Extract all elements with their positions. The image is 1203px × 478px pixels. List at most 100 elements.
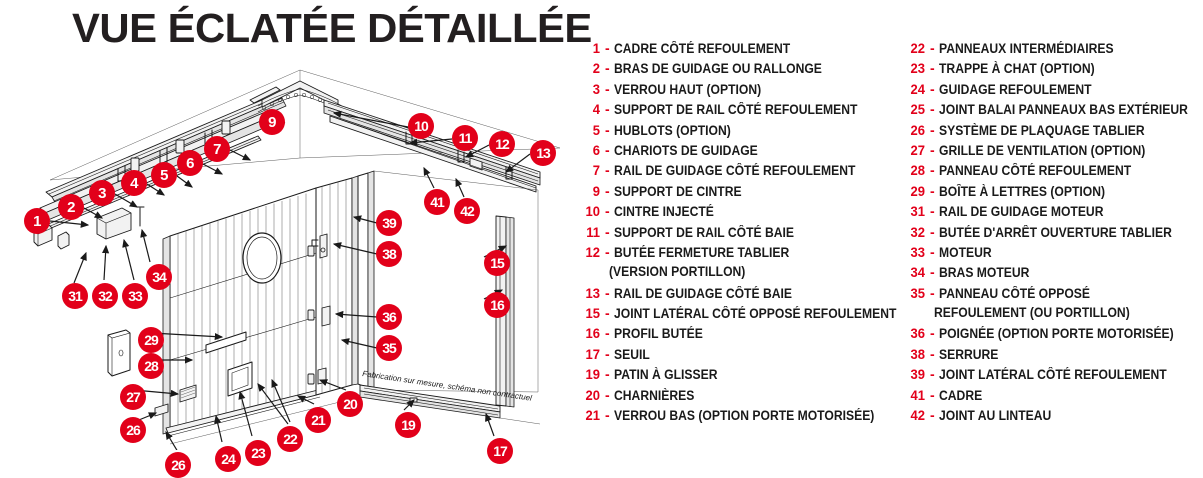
legend-item-label: (VERSION PORTILLON) [609,264,746,280]
callout-badge-12[interactable]: 12 [489,131,515,157]
callout-badge-26[interactable]: 26 [120,417,146,443]
callout-badge-9[interactable]: 9 [259,109,285,135]
legend-item-label: VERROU BAS (OPTION PORTE MOTORISÉE) [613,408,875,424]
callout-badge-7[interactable]: 7 [204,136,230,162]
legend-item-dash: - [605,345,610,362]
page-title: VUE ÉCLATÉE DÉTAILLÉE [72,5,592,51]
legend-item-dash: - [605,182,610,199]
legend-item-label: PATIN À GLISSER [613,367,718,383]
callout-badge-27[interactable]: 27 [120,384,146,410]
legend-item: 15-JOINT LATÉRAL CÔTÉ OPPOSÉ REFOULEMENT [583,305,901,325]
callout-badge-6[interactable]: 6 [177,150,203,176]
callout-badge-42[interactable]: 42 [454,198,480,224]
legend-item-dash: - [605,40,610,56]
legend-item-dash: - [605,243,610,260]
legend-item-number: 38 [910,345,925,362]
callout-badge-10[interactable]: 10 [408,113,434,139]
legend-item-label: CINTRE INJECTÉ [613,204,714,220]
legend-item-label: MOTEUR [938,244,992,260]
callout-badge-3[interactable]: 3 [89,180,115,206]
legend-item-label: BUTÉE FERMETURE TABLIER [613,244,789,260]
legend-item: 23-TRAPPE À CHAT (OPTION) [908,60,1203,80]
legend-item-number: 35 [910,284,925,301]
callout-badge-2[interactable]: 2 [58,194,84,220]
legend-item-label: BOÎTE À LETTRES (OPTION) [938,183,1105,199]
callout-badge-35[interactable]: 35 [376,335,402,361]
legend-item-dash: - [930,243,935,260]
callout-badge-17[interactable]: 17 [487,438,513,464]
legend-item: 31-RAIL DE GUIDAGE MOTEUR [908,203,1203,223]
callout-badge-13[interactable]: 13 [530,140,556,166]
legend-item-number: 21 [585,407,600,424]
callout-badge-20[interactable]: 20 [337,391,363,417]
callout-badge-36[interactable]: 36 [376,304,402,330]
legend-item: 16-PROFIL BUTÉE [583,325,901,345]
callout-badge-11[interactable]: 11 [452,125,478,151]
legend-item-label: BRAS MOTEUR [938,265,1030,281]
legend-item-dash: - [930,60,935,77]
legend-item-dash: - [930,141,935,158]
callout-badge-32[interactable]: 32 [92,283,118,309]
legend-item-label: CHARNIÈRES [613,387,695,403]
legend-item: 25-JOINT BALAI PANNEAUX BAS EXTÉRIEUR [908,101,1203,121]
legend-item: 22-PANNEAUX INTERMÉDIAIRES [908,40,1203,60]
legend-item-number: 23 [910,60,925,77]
legend-item-label: REFOULEMENT (OU PORTILLON) [934,305,1130,321]
callout-badge-33[interactable]: 33 [122,283,148,309]
legend-item-label: SUPPORT DE RAIL CÔTÉ BAIE [613,224,794,240]
callout-badge-39[interactable]: 39 [376,210,402,236]
legend-item-dash: - [930,407,935,424]
legend-item-label: TRAPPE À CHAT (OPTION) [938,61,1095,77]
legend-item-number: 11 [586,223,600,240]
callout-badge-28[interactable]: 28 [138,353,164,379]
callout-badge-5[interactable]: 5 [151,162,177,188]
legend-item: 26-SYSTÈME DE PLAQUAGE TABLIER [908,122,1203,142]
legend-item-dash: - [605,284,610,301]
legend-item: 19-PATIN À GLISSER [583,366,901,386]
legend-item-label: VERROU HAUT (OPTION) [613,81,761,97]
callout-badge-34[interactable]: 34 [146,264,172,290]
callout-badge-19[interactable]: 19 [395,412,421,438]
callout-badge-29[interactable]: 29 [138,327,164,353]
legend-item: 34-BRAS MOTEUR [908,264,1203,284]
legend-item-number: 4 [592,101,600,118]
callout-badge-1[interactable]: 1 [24,208,50,234]
legend-item-dash: - [605,407,610,424]
callout-badge-22[interactable]: 22 [277,426,303,452]
callout-badge-21[interactable]: 21 [305,407,331,433]
callout-badge-4[interactable]: 4 [121,170,147,196]
legend-item: 13-RAIL DE GUIDAGE CÔTÉ BAIE [583,285,901,305]
callout-badge-26[interactable]: 26 [165,452,191,478]
callout-badge-38[interactable]: 38 [376,241,402,267]
legend-item-label: JOINT AU LINTEAU [938,408,1051,424]
legend-item-dash: - [930,386,935,403]
legend-item: 7-RAIL DE GUIDAGE CÔTÉ REFOULEMENT [583,162,901,182]
legend-item-label: JOINT LATÉRAL CÔTÉ REFOULEMENT [938,367,1167,383]
legend-item-number: 6 [592,141,600,158]
callout-badge-41[interactable]: 41 [424,189,450,215]
exploded-view-diagram: .ln{fill:none;stroke:#1a1a1a;stroke-widt… [0,40,570,478]
legend-item-dash: - [930,203,935,220]
legend-item-number: 9 [592,182,600,199]
legend-item-number: 20 [585,386,600,403]
legend-item: 10-CINTRE INJECTÉ [583,203,901,223]
callout-badge-16[interactable]: 16 [484,292,510,318]
legend-item-label: BRAS DE GUIDAGE OU RALLONGE [613,61,822,77]
callout-badge-23[interactable]: 23 [245,440,271,466]
legend-item-dash: - [605,162,610,179]
legend-item-number: 41 [910,386,925,403]
legend-item: 2-BRAS DE GUIDAGE OU RALLONGE [583,60,901,80]
legend-item-label: PANNEAU CÔTÉ REFOULEMENT [938,163,1131,179]
legend-item-dash: - [930,325,935,342]
legend-item: 5-HUBLOTS (OPTION) [583,122,901,142]
legend-item-label: BUTÉE D'ARRÊT OUVERTURE TABLIER [938,224,1172,240]
legend-item-dash: - [605,60,610,77]
legend-item: (VERSION PORTILLON) [583,264,901,284]
callout-badge-15[interactable]: 15 [484,250,510,276]
legend-item: 36-POIGNÉE (OPTION PORTE MOTORISÉE) [908,325,1203,345]
legend-item-label: CHARIOTS DE GUIDAGE [613,142,758,158]
callout-badge-31[interactable]: 31 [62,283,88,309]
legend-item: 9-SUPPORT DE CINTRE [583,183,901,203]
